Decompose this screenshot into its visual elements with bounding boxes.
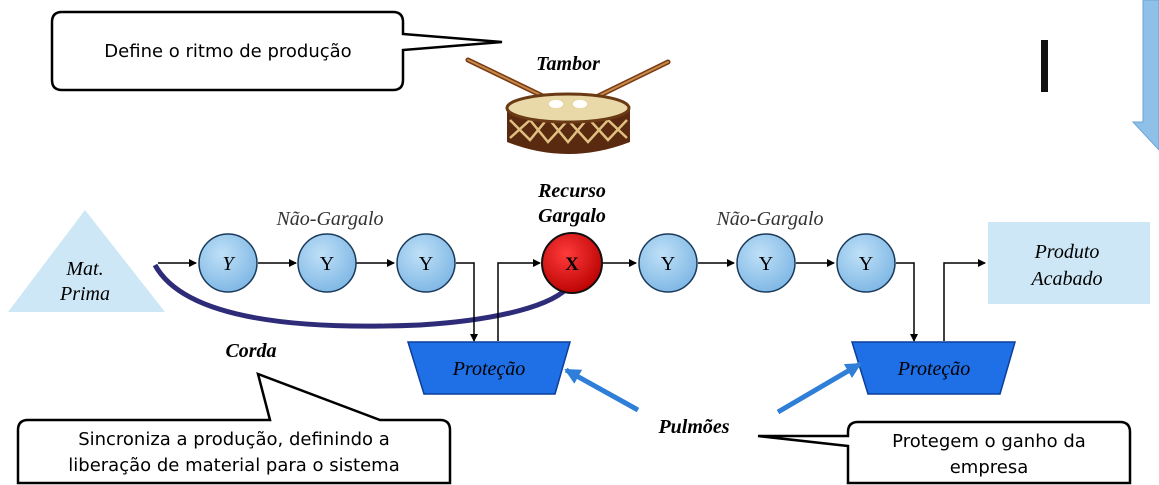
- bottleneck-label-line1: Recurso: [537, 180, 606, 202]
- node-y-2: Y: [297, 233, 357, 293]
- node-y-3-label: Y: [419, 253, 433, 275]
- vertical-bar-mark: [1041, 40, 1048, 92]
- buffers-callout-line1: Protegem o ganho da: [892, 431, 1086, 452]
- drum-callout: Define o ritmo de produção: [50, 10, 503, 92]
- partial-blue-arrow-icon: [1131, 0, 1159, 151]
- node-y-6-label: Y: [859, 253, 873, 275]
- bottleneck-node-x: X: [541, 232, 603, 294]
- raw-material-line2: Prima: [59, 283, 110, 305]
- node-y-1: Y: [198, 233, 258, 293]
- rope-callout: Sincroniza a produção, definindo a liber…: [16, 371, 452, 485]
- buffer-left: Proteção: [406, 341, 571, 395]
- bottleneck-label-line2: Gargalo: [538, 205, 606, 227]
- finished-product-line2: Acabado: [1029, 268, 1102, 290]
- finished-product-line1: Produto: [1034, 241, 1100, 263]
- buffers-callout: Protegem o ganho da empresa: [757, 420, 1132, 485]
- node-y-4: Y: [638, 233, 698, 293]
- drum-callout-text: Define o ritmo de produção: [104, 41, 351, 62]
- node-y-4-label: Y: [661, 253, 675, 275]
- raw-material-line1: Mat.: [65, 258, 103, 280]
- blue-arrow-right: [776, 361, 862, 415]
- buffer-right: Proteção: [850, 341, 1016, 395]
- drum-label: Tambor: [536, 53, 600, 75]
- non-bottleneck-left-label: Não-Gargalo: [275, 208, 383, 230]
- node-y-5-label: Y: [759, 253, 773, 275]
- blue-arrow-left: [564, 367, 640, 413]
- buffers-callout-line2: empresa: [950, 457, 1029, 478]
- node-y-6: Y: [836, 233, 896, 293]
- drum-icon: [465, 57, 671, 154]
- buffers-label: Pulmões: [657, 416, 729, 438]
- flow-connectors: [158, 259, 986, 342]
- raw-material-shape: Mat. Prima: [8, 210, 165, 312]
- node-y-5: Y: [736, 233, 796, 293]
- node-y-2-label: Y: [320, 253, 334, 275]
- rope-callout-line1: Sincroniza a produção, definindo a: [78, 429, 390, 450]
- node-y-1-label: Y: [222, 253, 235, 275]
- rope-label: Corda: [225, 340, 276, 362]
- buffer-left-label: Proteção: [452, 358, 526, 380]
- node-y-3: Y: [396, 233, 456, 293]
- bottleneck-node-label: X: [565, 254, 579, 275]
- buffer-right-label: Proteção: [897, 358, 971, 380]
- rope-curve: [152, 263, 572, 329]
- finished-product-shape: Produto Acabado: [988, 222, 1150, 304]
- rope-callout-line2: liberação de material para o sistema: [68, 455, 399, 476]
- non-bottleneck-right-label: Não-Gargalo: [715, 208, 823, 230]
